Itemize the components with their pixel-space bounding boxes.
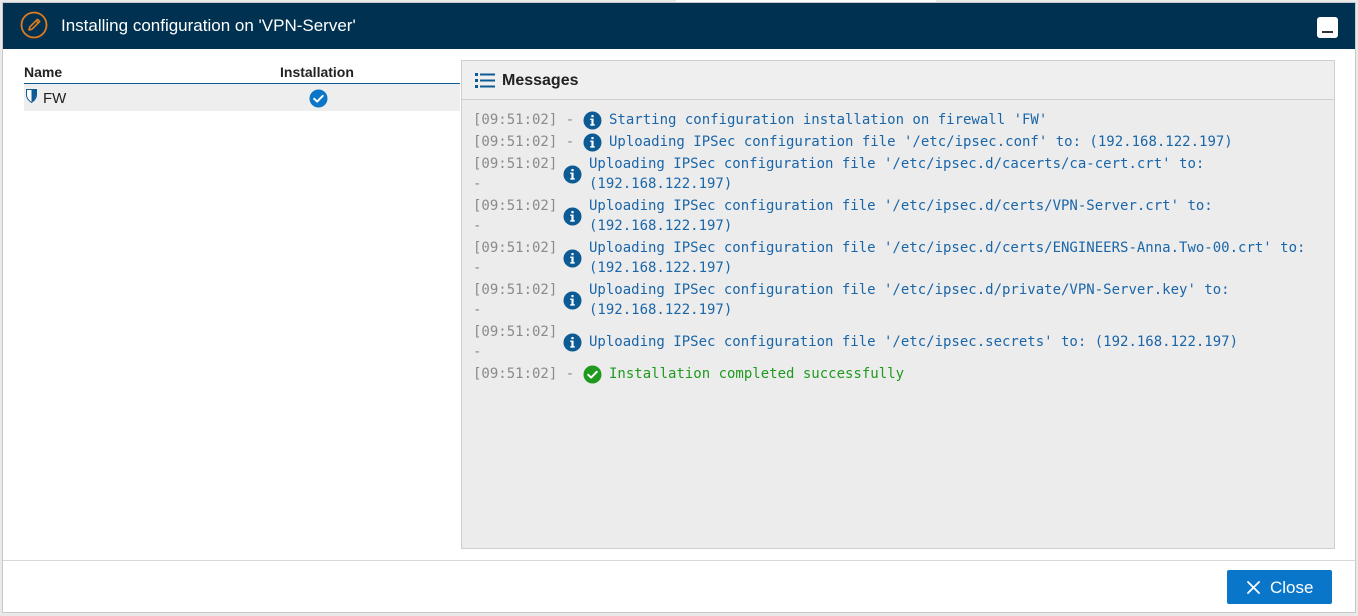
- log-message: Uploading IPSec configuration file '/etc…: [589, 240, 1306, 276]
- info-icon: [583, 111, 602, 130]
- grid-header: Name Installation: [24, 61, 460, 84]
- log-timestamp: [09:51:02] -: [473, 156, 558, 192]
- firewall-grid: Name Installation FW: [24, 61, 460, 111]
- column-header-installation[interactable]: Installation: [280, 64, 354, 80]
- log-timestamp: [09:51:02] -: [473, 198, 558, 234]
- log-entry: [09:51:02] - Uploading IPSec configuratio…: [473, 154, 1326, 194]
- info-icon: [563, 165, 582, 184]
- log-timestamp: [09:51:02] -: [473, 366, 575, 382]
- column-header-name[interactable]: Name: [24, 64, 63, 80]
- minimize-button[interactable]: [1317, 17, 1338, 38]
- info-icon: [563, 333, 582, 352]
- log-entry: [09:51:02] - Uploading IPSec configuratio…: [473, 132, 1326, 152]
- log-entry: [09:51:02] - Starting configuration insta…: [473, 110, 1326, 130]
- info-icon: [583, 133, 602, 152]
- messages-title: Messages: [502, 72, 579, 89]
- dialog-title: Installing configuration on 'VPN-Server': [61, 16, 356, 35]
- log-message: Starting configuration installation on f…: [609, 112, 1048, 128]
- log-message: Uploading IPSec configuration file '/etc…: [589, 156, 1205, 192]
- info-icon: [563, 291, 582, 310]
- close-button[interactable]: Close: [1227, 570, 1332, 604]
- log-timestamp: [09:51:02] -: [473, 324, 558, 360]
- log-entry: [09:51:02] - Uploading IPSec configuratio…: [473, 238, 1326, 278]
- list-icon: [475, 73, 495, 88]
- log-entry: [09:51:02] - Uploading IPSec configuratio…: [473, 280, 1326, 320]
- log-message: Uploading IPSec configuration file '/etc…: [609, 134, 1233, 150]
- log-entry: [09:51:02] - Installation completed succe…: [473, 364, 1326, 384]
- log-timestamp: [09:51:02] -: [473, 134, 575, 150]
- message-log: [09:51:02] - Starting configuration insta…: [473, 110, 1326, 386]
- log-timestamp: [09:51:02] -: [473, 240, 558, 276]
- log-entry: [09:51:02] - Uploading IPSec configuratio…: [473, 196, 1326, 236]
- log-message: Uploading IPSec configuration file '/etc…: [589, 198, 1213, 234]
- log-message: Installation completed successfully: [609, 366, 905, 382]
- dialog-titlebar: Installing configuration on 'VPN-Server': [3, 3, 1355, 49]
- close-icon: [1247, 581, 1260, 594]
- log-timestamp: [09:51:02] -: [473, 112, 575, 128]
- check-circle-icon: [309, 89, 328, 108]
- log-message: Uploading IPSec configuration file '/etc…: [589, 334, 1239, 350]
- messages-panel: Messages [09:51:02] - Starting configurat…: [461, 60, 1335, 549]
- log-timestamp: [09:51:02] -: [473, 282, 558, 318]
- info-icon: [563, 207, 582, 226]
- row-name: FW: [43, 90, 67, 107]
- footer-divider: [3, 560, 1355, 561]
- firewall-shield-icon: [26, 89, 37, 103]
- log-message: Uploading IPSec configuration file '/etc…: [589, 282, 1230, 318]
- success-check-icon: [583, 365, 602, 384]
- info-icon: [563, 249, 582, 268]
- messages-header: Messages: [462, 61, 1334, 100]
- close-button-label: Close: [1270, 578, 1314, 597]
- grid-row-fw[interactable]: FW: [24, 84, 460, 111]
- log-entry: [09:51:02] - Uploading IPSec configuratio…: [473, 322, 1326, 362]
- pencil-icon: [20, 11, 48, 39]
